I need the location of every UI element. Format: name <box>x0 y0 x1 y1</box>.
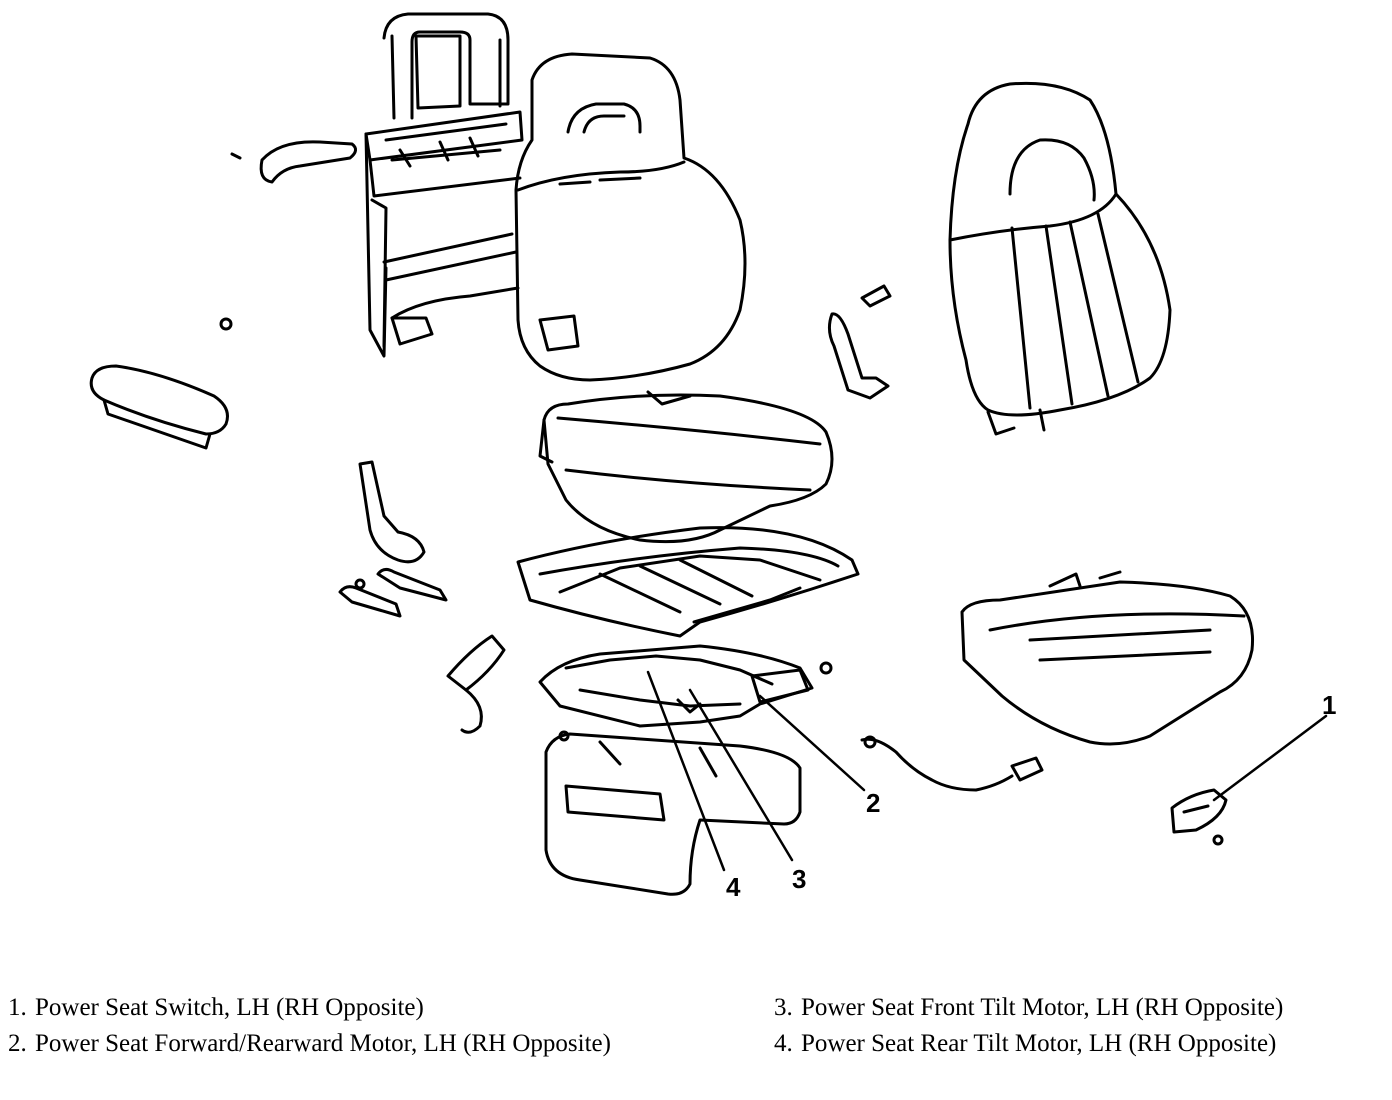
callout-3: 3 <box>792 864 806 894</box>
motor-harness <box>860 735 1044 792</box>
seatback-cushion <box>514 52 747 382</box>
legend-text: Power Seat Forward/Rearward Motor, LH (R… <box>35 1030 611 1057</box>
legend-text: Power Seat Switch, LH (RH Opposite) <box>35 994 424 1021</box>
legend-number: 3. <box>774 994 793 1021</box>
legend-number: 4. <box>774 1030 793 1057</box>
callout-1: 1 <box>1322 690 1336 720</box>
legend-text: Power Seat Rear Tilt Motor, LH (RH Oppos… <box>801 1030 1277 1057</box>
seat-pan-frame <box>516 526 860 638</box>
armrest <box>89 364 229 450</box>
seat-exploded-view: 1 2 3 4 <box>89 12 1336 902</box>
switch-harness <box>446 634 506 734</box>
legend-number: 1. <box>8 994 27 1021</box>
seat-cushion <box>538 390 834 544</box>
power-seat-switch <box>1170 788 1228 846</box>
seat-riser <box>544 730 802 896</box>
recliner-hinge <box>827 284 892 400</box>
parts-legend: 1. Power Seat Switch, LH (RH Opposite) 2… <box>0 990 1392 1100</box>
seat-adjuster-track <box>538 644 833 728</box>
legend-column-right: 3. Power Seat Front Tilt Motor, LH (RH O… <box>774 990 1384 1062</box>
legend-number: 2. <box>8 1030 27 1057</box>
seatback-frame <box>364 12 524 358</box>
legend-text: Power Seat Front Tilt Motor, LH (RH Oppo… <box>801 994 1284 1021</box>
seatback-cover <box>948 81 1172 436</box>
legend-item-3: 3. Power Seat Front Tilt Motor, LH (RH O… <box>774 990 1384 1026</box>
legend-item-2: 2. Power Seat Forward/Rearward Motor, LH… <box>8 1026 668 1062</box>
seat-cover <box>960 570 1255 746</box>
seat-adjuster-lever <box>338 460 448 618</box>
legend-column-left: 1. Power Seat Switch, LH (RH Opposite) 2… <box>8 990 668 1062</box>
callout-2: 2 <box>866 788 880 818</box>
armrest-bracket <box>219 140 357 331</box>
leader-lines <box>646 670 1328 872</box>
legend-item-4: 4. Power Seat Rear Tilt Motor, LH (RH Op… <box>774 1026 1384 1062</box>
legend-item-1: 1. Power Seat Switch, LH (RH Opposite) <box>8 990 668 1026</box>
callout-4: 4 <box>726 872 741 902</box>
